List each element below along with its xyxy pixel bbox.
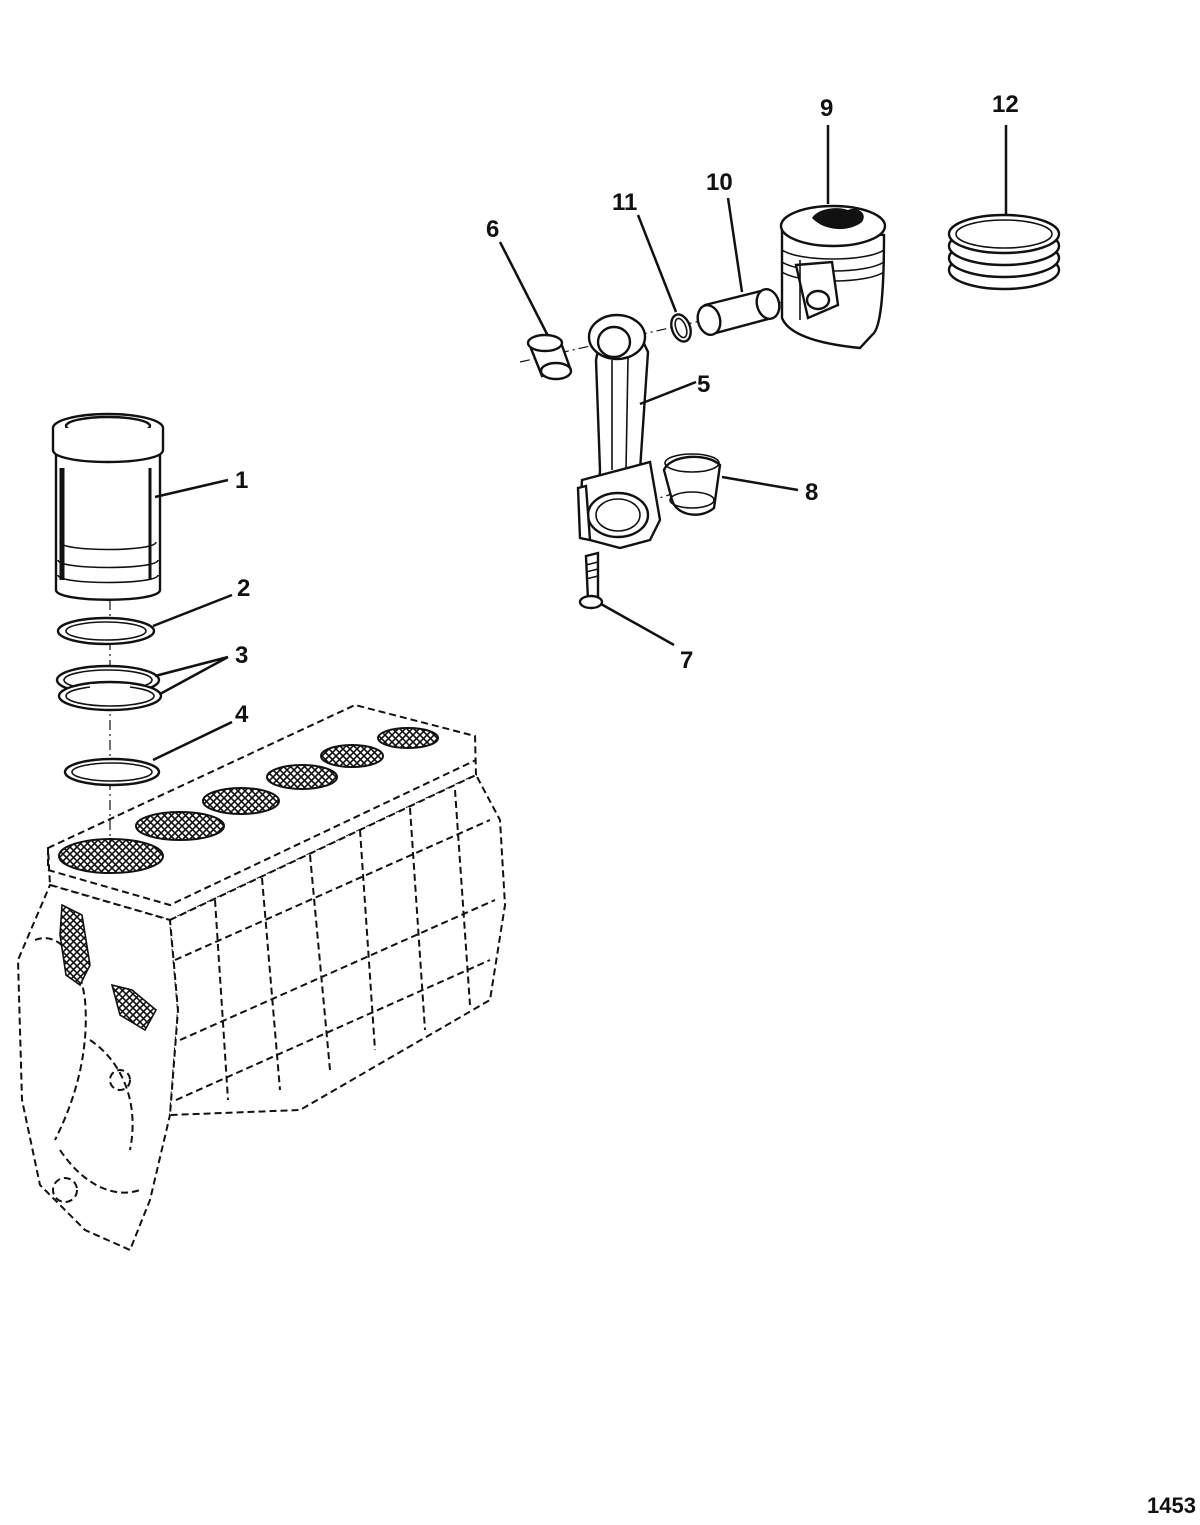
connecting-rod	[576, 313, 662, 550]
callout-9: 9	[820, 95, 833, 122]
piston-pin-retaining-ring	[670, 313, 692, 343]
front-port-2	[110, 983, 158, 1032]
cylinder-bore-1	[58, 838, 164, 874]
cylinder-bore-5	[320, 744, 384, 768]
liner-seal-ring	[63, 757, 161, 787]
callout-6: 6	[486, 216, 499, 243]
cylinder-bore-6	[377, 727, 439, 749]
liner-shim-ring	[56, 616, 156, 646]
cylinder-liner	[51, 412, 165, 601]
rod-bearing-shells	[662, 453, 722, 516]
cylinder-bore-2	[135, 811, 225, 841]
callout-7: 7	[680, 647, 693, 674]
leader-lines	[152, 125, 1008, 762]
callout-5: 5	[697, 371, 710, 398]
figure-number: 1453	[1147, 1493, 1196, 1518]
small-end-bushing	[526, 333, 573, 381]
engine-block	[16, 703, 507, 1252]
callout-3: 3	[235, 642, 248, 669]
callout-2: 2	[237, 575, 250, 602]
callout-1: 1	[235, 467, 248, 494]
rod-bolt	[578, 551, 604, 610]
callout-11: 11	[612, 189, 637, 216]
cylinder-bore-4	[266, 764, 338, 790]
piston-ring-set	[947, 213, 1061, 291]
callout-4: 4	[235, 701, 249, 728]
front-port-1	[59, 903, 91, 987]
callout-10: 10	[706, 169, 733, 196]
piston	[779, 204, 887, 350]
piston-pin	[696, 288, 781, 336]
callout-12: 12	[992, 91, 1019, 118]
callout-8: 8	[805, 479, 818, 506]
liner-o-rings	[55, 664, 163, 712]
cylinder-bore-3	[202, 787, 280, 815]
